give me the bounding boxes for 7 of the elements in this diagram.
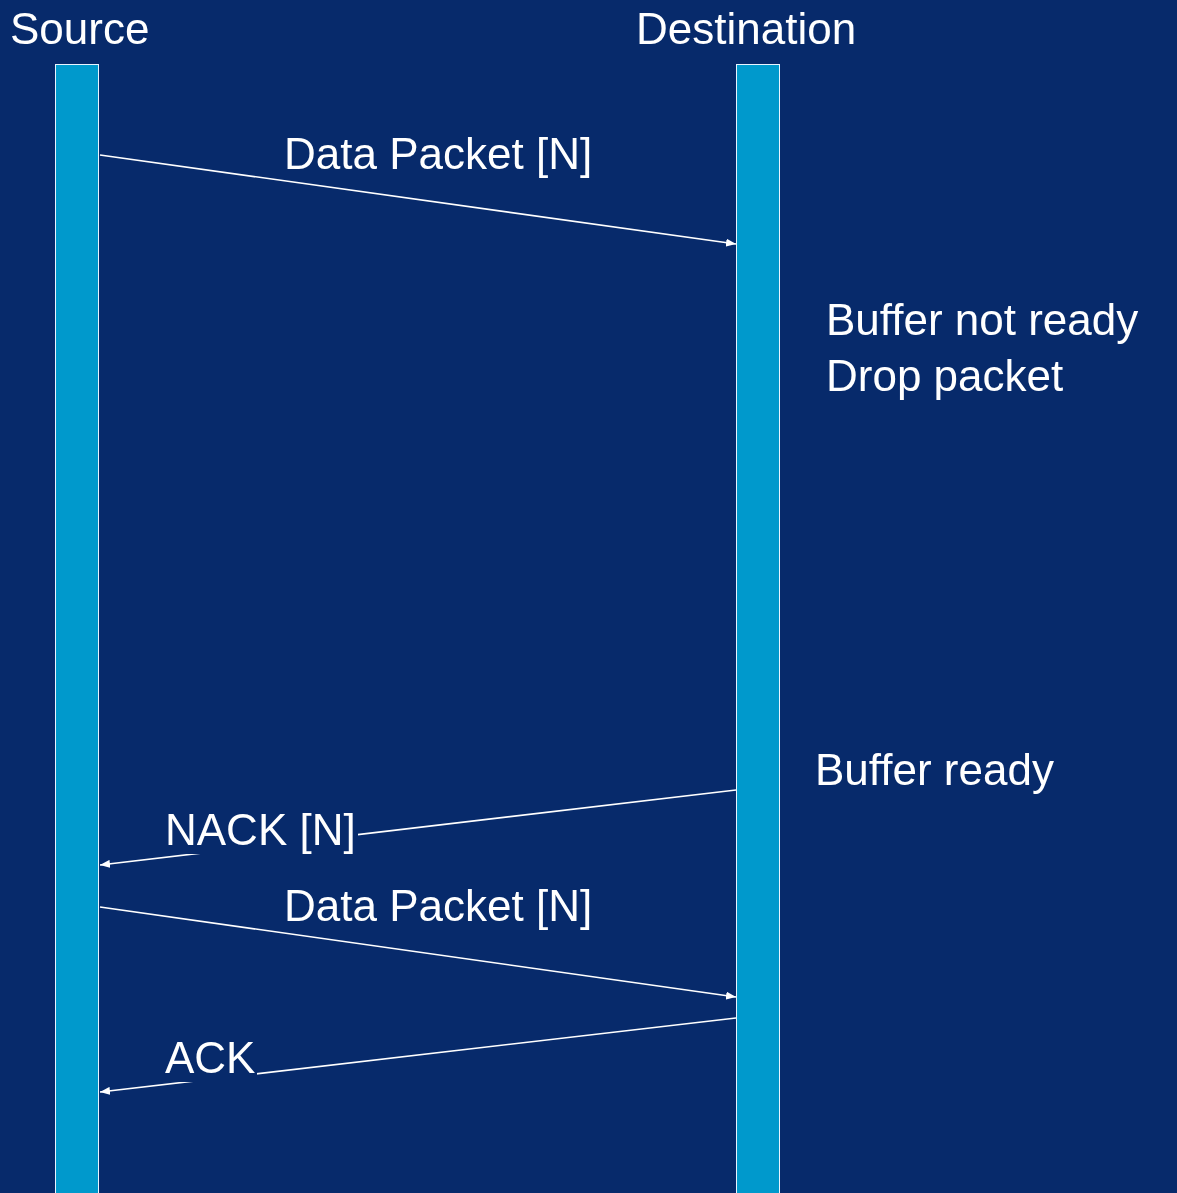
arrow (99, 154, 737, 247)
lifeline-heading: Destination (636, 4, 857, 54)
lifeline-heading: Source (10, 4, 150, 54)
arrow (99, 1017, 737, 1095)
arrow (99, 906, 737, 1000)
note-text: Buffer ready (815, 744, 1055, 796)
note-text: Buffer not ready Drop packet (826, 294, 1140, 402)
